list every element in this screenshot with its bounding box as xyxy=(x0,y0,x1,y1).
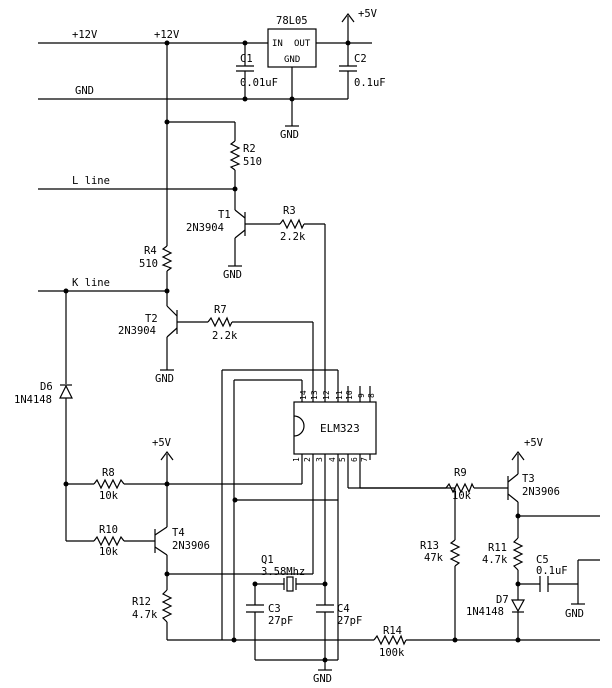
t3-value: 2N3906 xyxy=(522,486,560,498)
ic-pin-8: 8 xyxy=(367,393,376,398)
r12-value: 4.7k xyxy=(132,609,158,621)
t1-value: 2N3904 xyxy=(186,222,224,234)
net-gnd-rail: GND xyxy=(75,85,94,97)
net-12v-b: +12V xyxy=(154,29,180,41)
d7-ref: D7 xyxy=(496,594,509,606)
supply-arrows xyxy=(160,13,525,461)
d6-ref: D6 xyxy=(40,381,53,393)
r3-value: 2.2k xyxy=(280,231,306,243)
c5-ref: C5 xyxy=(536,554,549,566)
t4-ref: T4 xyxy=(172,527,185,539)
c4-value: 27pF xyxy=(337,615,362,627)
junctions xyxy=(63,40,521,663)
ground-symbols xyxy=(160,125,585,671)
ic-pin-9: 9 xyxy=(357,393,366,398)
r10-value: 10k xyxy=(99,546,119,558)
c3-value: 27pF xyxy=(268,615,293,627)
r8-ref: R8 xyxy=(102,467,115,479)
regulator-gnd: GND xyxy=(284,55,300,65)
c5-value: 0.1uF xyxy=(536,565,568,577)
regulator-in: IN xyxy=(272,39,283,49)
d6-value: 1N4148 xyxy=(14,394,52,406)
r12-ref: R12 xyxy=(132,596,151,608)
q1-ref: Q1 xyxy=(261,554,274,566)
ic-name: ELM323 xyxy=(320,422,360,435)
r11-ref: R11 xyxy=(488,542,507,554)
c1-ref: C1 xyxy=(240,53,253,65)
t4-value: 2N3906 xyxy=(172,540,210,552)
wires xyxy=(38,16,600,670)
net-5v-t3: +5V xyxy=(524,437,544,449)
resistor-bodies xyxy=(93,140,524,646)
c2-ref: C2 xyxy=(354,53,367,65)
crystal-q1 xyxy=(283,576,297,592)
t2-ref: T2 xyxy=(145,313,158,325)
net-k-line: K line xyxy=(72,277,110,289)
ic-pin-5: 5 xyxy=(338,457,347,462)
c4-ref: C4 xyxy=(337,603,350,615)
r3-ref: R3 xyxy=(283,205,296,217)
c3-ref: C3 xyxy=(268,603,281,615)
r8-value: 10k xyxy=(99,490,119,502)
t1-ref: T1 xyxy=(218,209,231,221)
r7-value: 2.2k xyxy=(212,330,238,342)
ic-pin-2: 2 xyxy=(303,457,312,462)
component-labels: C1 0.01uF C2 0.1uF R2 510 T1 2N3904 R3 2… xyxy=(14,53,568,659)
ic-pin-7: 7 xyxy=(360,457,369,462)
transistor-symbols xyxy=(154,209,519,556)
net-labels: +12V +12V GND L line K line +5V +5V +5V … xyxy=(72,8,584,685)
net-gnd-reg: GND xyxy=(280,129,299,141)
regulator-part: 78L05 xyxy=(276,15,308,27)
ic-pin-1: 1 xyxy=(292,457,301,462)
r4-ref: R4 xyxy=(144,245,157,257)
r7-ref: R7 xyxy=(214,304,227,316)
q1-value: 3.58Mhz xyxy=(261,566,305,578)
capacitor-plates xyxy=(236,65,549,613)
net-5v-top: +5V xyxy=(358,8,378,20)
net-gnd-t2: GND xyxy=(155,373,174,385)
r14-ref: R14 xyxy=(383,625,402,637)
r4-value: 510 xyxy=(139,258,158,270)
r10-ref: R10 xyxy=(99,524,118,536)
net-l-line: L line xyxy=(72,175,110,187)
net-gnd-c5: GND xyxy=(565,608,584,620)
r13-value: 47k xyxy=(424,552,444,564)
ic-pin-6: 6 xyxy=(350,457,359,462)
r9-value: 10k xyxy=(452,490,472,502)
ic-pin-12: 12 xyxy=(322,390,331,400)
net-gnd-t1: GND xyxy=(223,269,242,281)
t2-value: 2N3904 xyxy=(118,325,156,337)
r13-ref: R13 xyxy=(420,540,439,552)
r11-value: 4.7k xyxy=(482,554,508,566)
diode-symbols xyxy=(59,384,526,613)
r14-value: 100k xyxy=(379,647,405,659)
ic-elm323: ELM323 14 13 12 11 10 9 8 1 2 3 4 5 6 7 xyxy=(292,386,377,462)
net-gnd-bottom: GND xyxy=(313,673,332,685)
net-5v-t4: +5V xyxy=(152,437,172,449)
ic-pin-14: 14 xyxy=(299,390,308,400)
c1-value: 0.01uF xyxy=(240,77,278,89)
r9-ref: R9 xyxy=(454,467,467,479)
c2-value: 0.1uF xyxy=(354,77,386,89)
ic-pin-4: 4 xyxy=(328,457,337,462)
net-12v: +12V xyxy=(72,29,98,41)
ic-pin-3: 3 xyxy=(315,457,324,462)
regulator-78l05: 78L05 IN OUT GND xyxy=(267,15,317,68)
d7-value: 1N4148 xyxy=(466,606,504,618)
ic-pin-11: 11 xyxy=(335,390,344,400)
ic-pin-10: 10 xyxy=(345,390,354,400)
t3-ref: T3 xyxy=(522,473,535,485)
r2-value: 510 xyxy=(243,156,262,168)
ic-pin-13: 13 xyxy=(310,390,319,400)
regulator-out: OUT xyxy=(294,39,311,49)
r2-ref: R2 xyxy=(243,143,256,155)
